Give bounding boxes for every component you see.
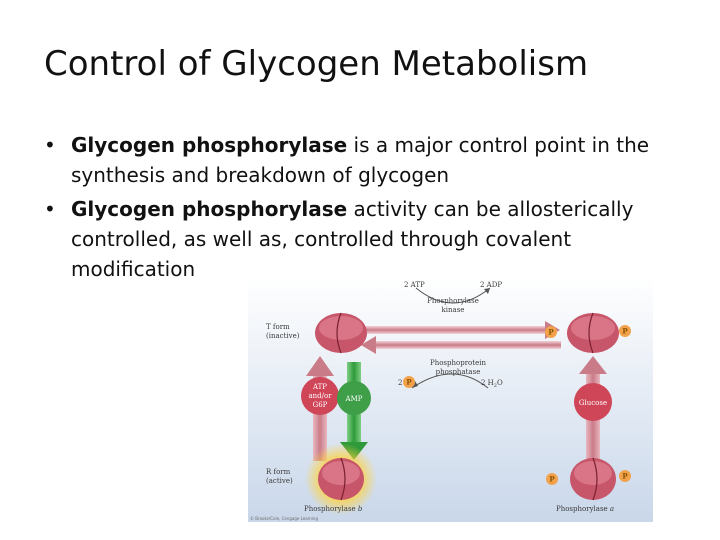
phosphatase-label-line1: Phosphoprotein (430, 359, 486, 367)
phosphate-symbol: P (622, 327, 628, 336)
phosphorylase-a-r-form-enzyme: P P (546, 457, 631, 501)
water-label-prefix: 2 H (481, 379, 494, 387)
atp-label-line2: and/or (308, 392, 332, 400)
t-form-label-line2: (inactive) (266, 332, 300, 340)
glucose-effector: Glucose (574, 383, 612, 421)
phosphatase-label-line2: phosphatase (436, 368, 481, 376)
top-adp-label: 2 ADP (480, 281, 502, 289)
bullet-text: activity can be allosterically controlle… (71, 197, 634, 281)
bullet-item: • Glycogen phosphorylase is a major contr… (44, 130, 694, 190)
bullet-dot-icon: • (44, 133, 56, 157)
amp-effector: AMP (337, 381, 371, 415)
arrowhead-icon (412, 381, 418, 388)
kinase-label-line2: kinase (442, 306, 465, 314)
atp-adp-curved-arrow (415, 287, 491, 304)
phosphate-symbol: P (548, 328, 554, 337)
phosphorylase-a-letter: a (610, 505, 614, 513)
phosphate-count-label: 2 (398, 379, 402, 387)
phosphate-icon (619, 325, 631, 337)
copyright-credit: © Brooks/Cole, Cengage Learning (250, 516, 318, 521)
phosphate-symbol: P (549, 475, 555, 484)
phosphorylase-b-name: Phosphorylase b (304, 505, 363, 513)
water-label: 2 H2O (481, 379, 503, 389)
top-atp-label: 2 ATP (404, 281, 425, 289)
bullet-item: • Glycogen phosphorylase activity can be … (44, 194, 694, 284)
r-form-label-line1: R form (266, 468, 291, 476)
atp-label-line3: G6P (313, 401, 328, 409)
phosphate-icon (545, 326, 557, 338)
t-form-label-line1: T form (266, 323, 290, 331)
phosphate-symbol: P (406, 378, 412, 387)
bullet-bold-term: Glycogen phosphorylase (71, 197, 348, 221)
phosphorylase-b-t-form-enzyme (315, 312, 367, 354)
r-form-label-line2: (active) (266, 477, 293, 485)
arrowhead-icon (484, 288, 490, 294)
atp-g6p-effector: ATP and/or G6P (301, 377, 339, 415)
phosphate-symbol: P (622, 472, 628, 481)
phosphate-icon (403, 376, 415, 388)
bullet-bold-term: Glycogen phosphorylase (71, 133, 348, 157)
phosphorylase-a-t-form-enzyme: P P (545, 312, 631, 354)
atp-label-line1: ATP (312, 383, 327, 391)
phosphorylase-b-text: Phosphorylase (304, 505, 356, 513)
water-subscript: 2 (494, 383, 497, 389)
water-suffix: O (497, 379, 503, 387)
amp-label: AMP (345, 395, 363, 403)
bullet-list: • Glycogen phosphorylase is a major contr… (44, 130, 694, 288)
glucose-label: Glucose (579, 399, 607, 407)
water-curved-arrow (411, 373, 489, 389)
phosphatase-arrow (361, 336, 561, 354)
phosphorylase-b-letter: b (358, 505, 363, 513)
phosphorylase-a-name: Phosphorylase a (556, 505, 614, 513)
phosphorylase-diagram: 2 ATP 2 ADP Phosphorylase kinase T form … (248, 276, 653, 522)
phosphorylase-a-text: Phosphorylase (556, 505, 608, 513)
phosphorylase-diagram-svg: 2 ATP 2 ADP Phosphorylase kinase T form … (248, 276, 653, 522)
kinase-label-line1: Phosphorylase (427, 297, 479, 305)
phosphate-icon (546, 473, 558, 485)
bullet-dot-icon: • (44, 197, 56, 221)
phosphate-icon (619, 470, 631, 482)
phosphorylase-b-r-form-enzyme (305, 443, 377, 515)
bullet-text: is a major control point in the synthesi… (71, 133, 650, 187)
slide-title: Control of Glycogen Metabolism (44, 44, 589, 84)
